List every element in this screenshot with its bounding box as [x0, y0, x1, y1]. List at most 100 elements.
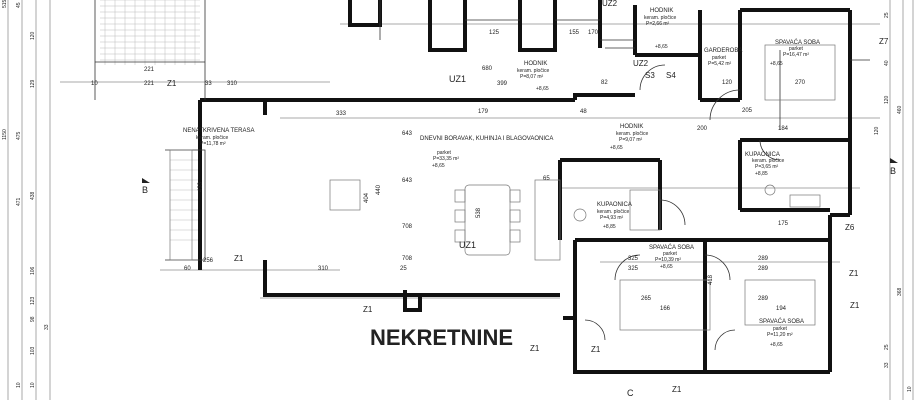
axis-mark: C: [627, 388, 634, 398]
level-mark: +8,65: [610, 145, 623, 151]
section-mark: S4: [666, 71, 676, 80]
dim-value: 120: [30, 31, 36, 40]
room-floor: keram. pločice: [752, 158, 784, 164]
room-kupaonica-center: KUPAONICA keram. pločice P=4,93 m² +8,85: [597, 202, 632, 230]
dim-value: 179: [478, 109, 489, 115]
dim-value: 399: [497, 81, 508, 87]
room-area: P=9,07 m²: [619, 137, 643, 143]
dim-value: 438: [30, 191, 36, 200]
zone-mark: Z7: [879, 37, 889, 46]
room-area: P=11,20 m²: [767, 332, 793, 338]
dim-value: 325: [628, 266, 639, 272]
room-hodnik-mid: HODNIK keram. pločice P=8,07 m²: [517, 61, 549, 80]
zone-mark: Z1: [849, 269, 859, 278]
dim-value: 10: [16, 382, 22, 388]
section-mark: UZ1: [459, 240, 476, 250]
room-hodnik-top: HODNIK keram. pločice P=2,66 m²: [644, 8, 676, 27]
dim-value: 45: [16, 2, 22, 8]
dim-value: 643: [402, 178, 413, 184]
room-area: P=4,93 m²: [600, 215, 624, 221]
room-bedroom-2: SPAVAĆA SOBA parket P=10,39 m² +8,65: [649, 244, 694, 270]
room-area: P=11,78 m²: [200, 141, 226, 147]
room-floor: parket: [712, 55, 727, 61]
dim-value: 120: [874, 126, 880, 135]
dim-value: 325: [628, 256, 639, 262]
level-mark: +8,65: [536, 86, 549, 92]
bathtub: [629, 189, 661, 231]
room-living: DNEVNI BORAVAK, KUHINJA I BLAGOVAONICA p…: [420, 136, 553, 169]
room-name: HODNIK: [620, 124, 643, 130]
bed: [764, 44, 836, 101]
dim-value: 471: [16, 197, 22, 206]
watermark-text: NEKRETNINE: [370, 325, 513, 350]
dim-value: 33: [884, 362, 890, 368]
room-name: HODNIK: [650, 8, 673, 14]
dim-value: 256: [203, 258, 214, 264]
dim-value: 175: [778, 221, 789, 227]
dim-value: 25: [884, 344, 890, 350]
room-hodnik-center: HODNIK keram. pločice P=9,07 m²: [616, 124, 648, 143]
room-name: HODNIK: [524, 61, 547, 67]
room-name: SPAVAĆA SOBA: [759, 318, 804, 325]
level-mark: +8,65: [770, 61, 783, 67]
dim-value: 166: [660, 306, 671, 312]
dim-value: 60: [184, 266, 191, 272]
dim-value: 200: [697, 126, 708, 132]
section-marks: UZ2 UZ2 UZ1 UZ1 S3 S4 B B C: [142, 0, 898, 398]
dim-value: 310: [318, 266, 329, 272]
dim-value: 538: [476, 207, 482, 218]
dim-value: 270: [795, 80, 806, 86]
level-mark: +8,85: [755, 171, 768, 177]
room-floor: keram. pločice: [616, 131, 648, 137]
room-floor: keram. pločice: [196, 135, 228, 141]
zone-mark: Z1: [234, 254, 244, 263]
axis-mark: B: [890, 166, 896, 176]
room-bedroom-1: SPAVAĆA SOBA parket P=16,47 m²: [775, 39, 820, 58]
dim-value: 418: [708, 274, 714, 285]
zone-mark: Z1: [363, 305, 373, 314]
dim-value: 129: [30, 79, 36, 88]
room-garderoba: GARDEROBA parket P=5,42 m²: [704, 48, 742, 67]
dim-value: 265: [641, 296, 652, 302]
room-labels: HODNIK keram. pločice P=2,66 m² GARDEROB…: [183, 8, 820, 348]
dim-value: 10: [30, 382, 36, 388]
axis-arrow: [142, 178, 150, 183]
dim-value: 333: [336, 111, 347, 117]
section-mark: UZ2: [602, 0, 618, 8]
left-dimension-chain: 515 45 120 129 475 1150 471 438 106 123 …: [2, 0, 50, 388]
dim-value: 205: [742, 108, 753, 114]
furniture: [169, 44, 836, 331]
room-name: KUPAONICA: [745, 152, 780, 158]
dim-value: 10: [91, 81, 98, 87]
room-area: P=8,07 m²: [520, 74, 544, 80]
dim-value: 82: [601, 80, 608, 86]
axis-arrow: [890, 158, 898, 163]
dim-value: 708: [402, 256, 413, 262]
kitchen-counter: [534, 179, 561, 261]
dim-value: 221: [144, 81, 155, 87]
dim-value: 170: [588, 30, 599, 36]
dim-value: 310: [227, 81, 238, 87]
dim-value: 404: [364, 192, 370, 203]
room-name: KUPAONICA: [597, 202, 632, 208]
room-name: DNEVNI BORAVAK, KUHINJA I BLAGOVAONICA: [420, 136, 553, 142]
bed: [744, 279, 816, 326]
watermark: NEKRETNINE: [370, 325, 513, 350]
thin-lines: [94, 0, 870, 351]
room-name: SPAVAĆA SOBA: [775, 39, 820, 46]
room-floor: parket: [773, 326, 788, 332]
dim-value: 680: [482, 66, 493, 72]
dimension-numbers: 643 643 179 333 310 221 221 399 680 708 …: [91, 30, 806, 312]
dim-value: 155: [569, 30, 580, 36]
room-floor: keram. pločice: [644, 15, 676, 21]
dim-value: 25: [884, 12, 890, 18]
level-mark: +8,65: [655, 44, 668, 50]
dim-value: 65: [543, 176, 550, 182]
right-dimension-chain: 25 40 120 120 460 368 33 25 10: [874, 12, 913, 392]
dim-value: 289: [758, 266, 769, 272]
room-floor: keram. pločice: [597, 209, 629, 215]
room-bedroom-3: SPAVAĆA SOBA parket P=11,20 m² +8,65: [759, 318, 804, 348]
level-mark: +8,85: [603, 224, 616, 230]
room-name: GARDEROBA: [704, 48, 742, 54]
dim-value: 194: [776, 306, 787, 312]
